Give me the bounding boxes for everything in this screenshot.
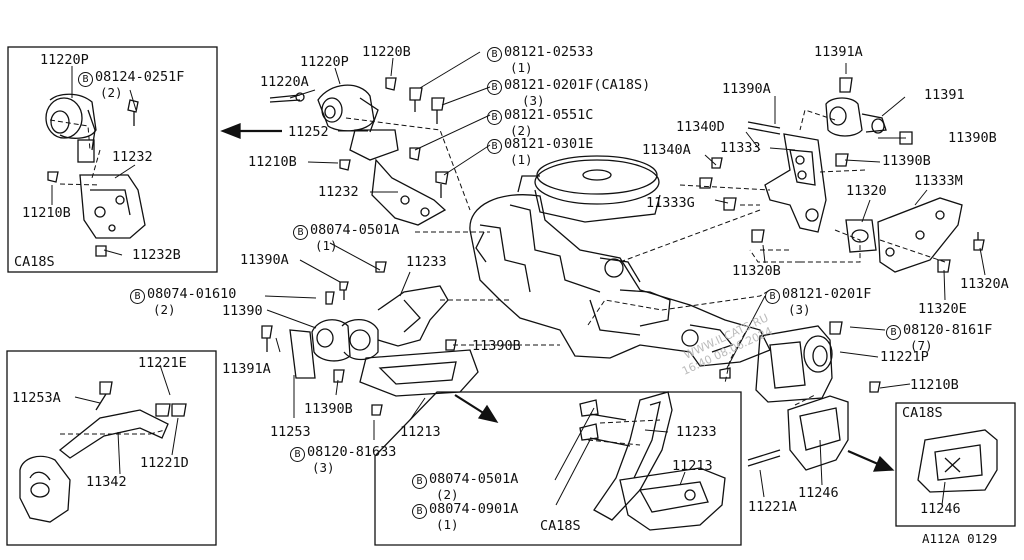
inset-ca18s-mount-frame (7, 46, 218, 273)
inset-bracket-frame (6, 350, 217, 546)
ca18s-mount-part (45, 93, 146, 257)
inset-ca18s-bracket-frame (895, 402, 1016, 527)
ca18s-bracket-part (917, 429, 998, 493)
arrow-to-inset-lower (454, 394, 499, 423)
bracket-inset-part (19, 381, 187, 523)
leader-lines (49, 109, 946, 446)
engine-mount-lower-right (719, 321, 881, 471)
arrow-to-inset-left (220, 123, 282, 139)
inset-ca18s-lower-frame (374, 391, 742, 546)
engine-block (469, 155, 771, 367)
engine-mount-right (699, 77, 985, 273)
engine-mount-left (261, 261, 479, 416)
arrow-to-inset-right (847, 449, 895, 472)
ca18s-lower-part (579, 391, 726, 531)
engine-mount-upper (269, 77, 449, 226)
